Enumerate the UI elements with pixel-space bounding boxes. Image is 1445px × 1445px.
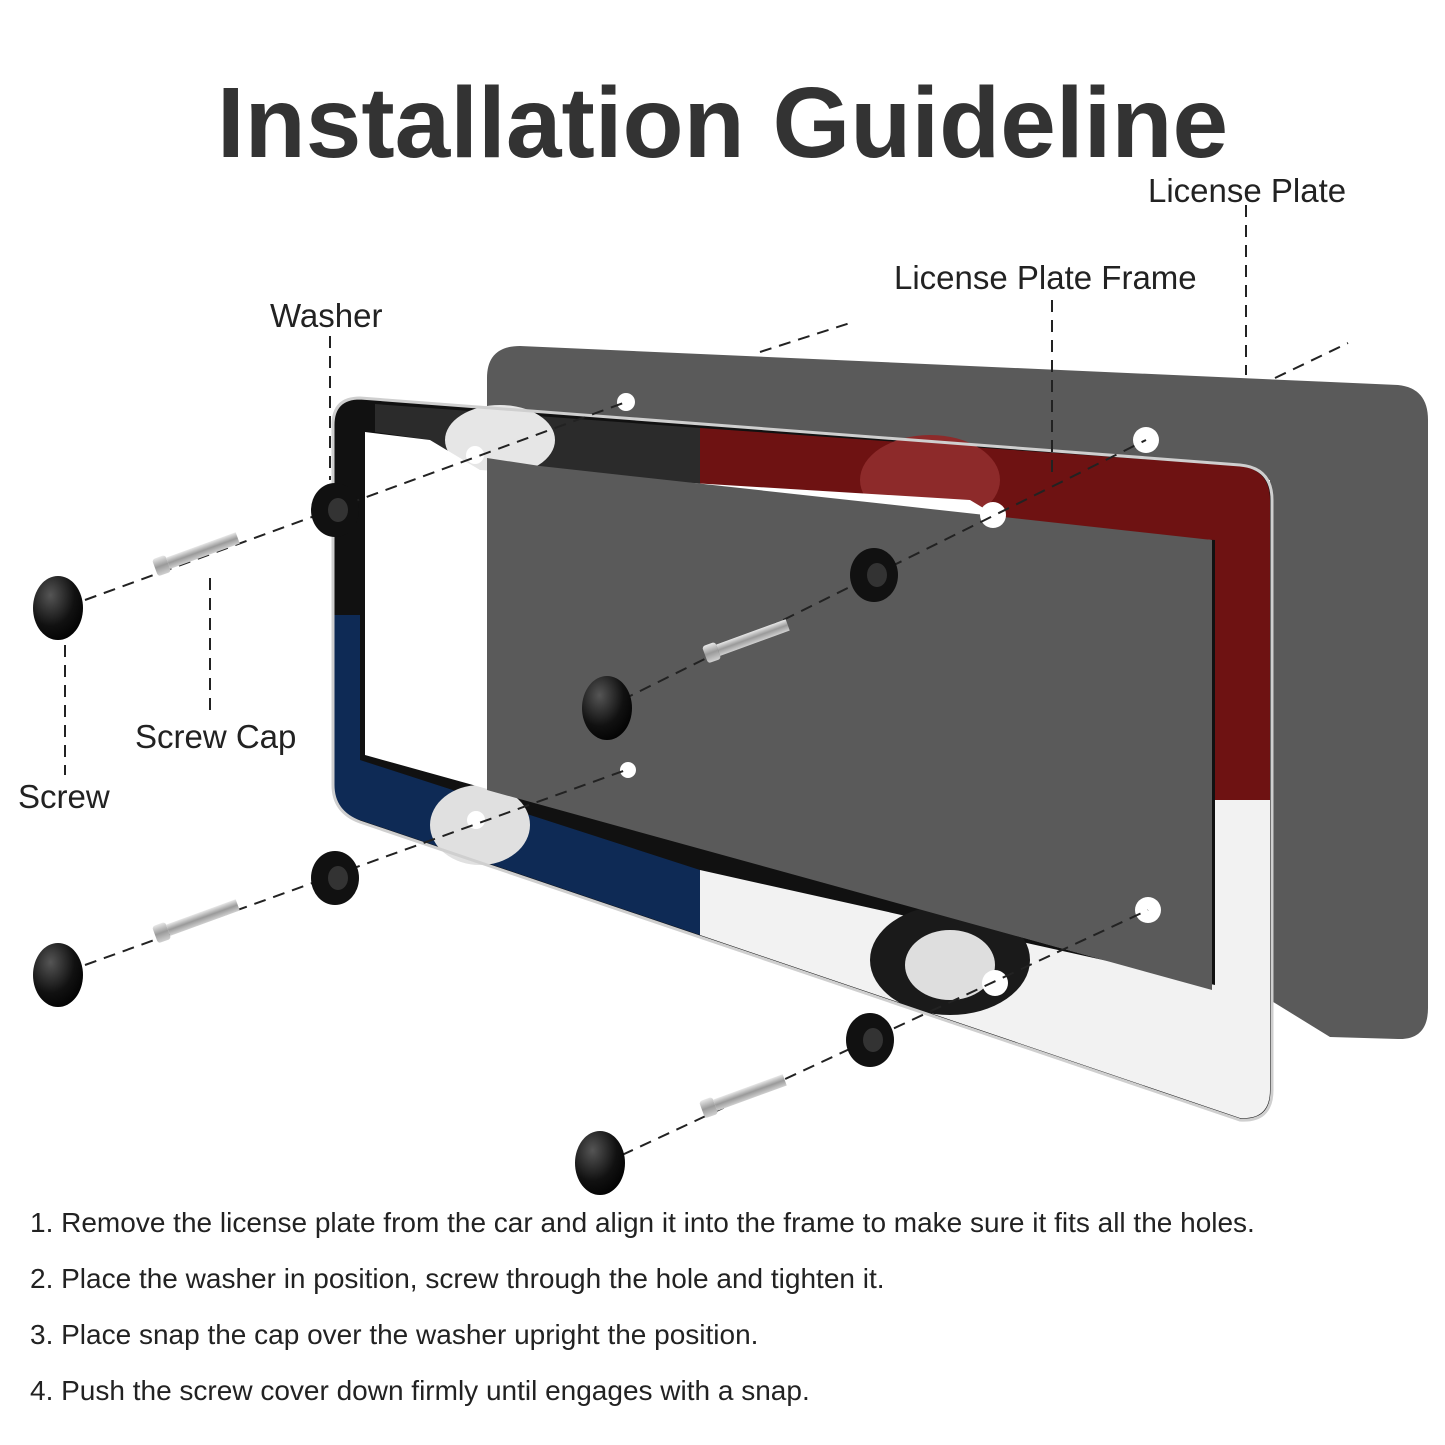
screw [152, 899, 240, 943]
page-title: Installation Guideline [216, 67, 1229, 179]
step-item: 4. Push the screw cover down firmly unti… [30, 1375, 810, 1406]
hardware-set-bottom-right [575, 1013, 894, 1195]
screw-cap [582, 676, 632, 740]
screw-cap [575, 1131, 625, 1195]
instruction-steps: 1. Remove the license plate from the car… [30, 1195, 1255, 1419]
license-plate-frame [331, 396, 1274, 1122]
label-license-plate-frame: License Plate Frame [894, 259, 1197, 296]
step-item: 2. Place the washer in position, screw t… [30, 1263, 885, 1294]
screw-cap [33, 943, 83, 1007]
screw [699, 1074, 787, 1118]
step-item: 1. Remove the license plate from the car… [30, 1207, 1255, 1238]
label-screw-cap: Screw Cap [135, 718, 297, 755]
screw-cap [33, 576, 83, 640]
hardware-set-top-left [33, 483, 359, 640]
step-item: 3. Place snap the cap over the washer up… [30, 1319, 759, 1350]
label-washer: Washer [270, 297, 383, 334]
screw [702, 619, 790, 663]
screw [152, 532, 240, 576]
label-license-plate: License Plate [1148, 172, 1347, 209]
hardware-set-bottom-left [33, 851, 359, 1007]
label-screw: Screw [18, 778, 110, 815]
plate-holes [466, 393, 1161, 996]
hardware-set-top-right [582, 548, 898, 740]
